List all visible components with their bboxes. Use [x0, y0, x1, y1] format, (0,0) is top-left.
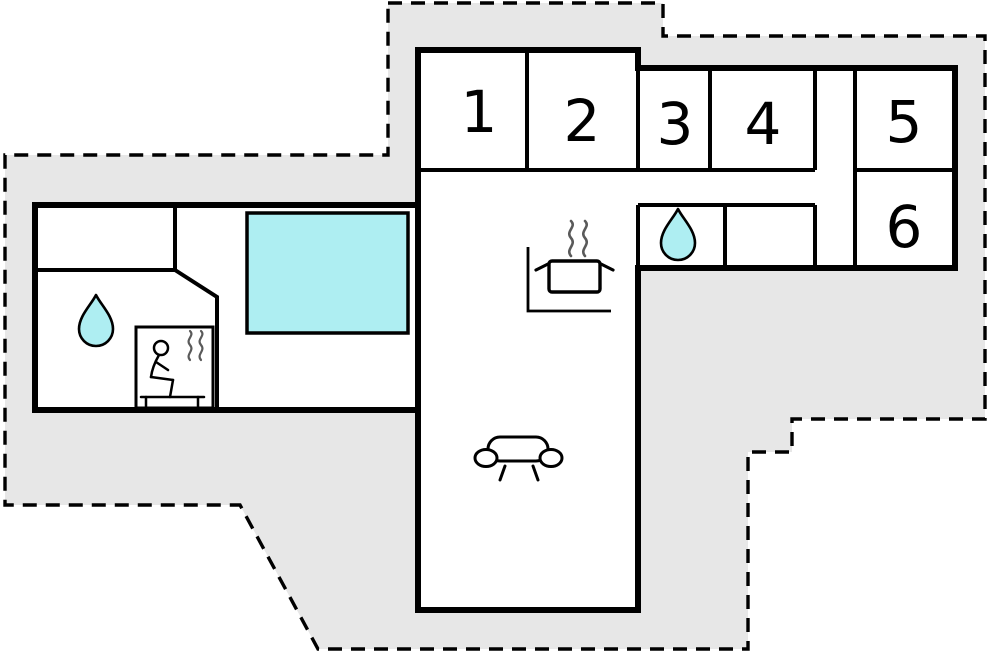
- sofa-icon: [473, 435, 564, 482]
- room-label-3: 3: [656, 90, 694, 158]
- sauna-heat-waves-icon: [187, 329, 204, 362]
- room-label-2: 2: [563, 87, 601, 155]
- room-label-4: 4: [744, 90, 782, 158]
- water-drop-icon: [77, 293, 115, 348]
- swimming-pool: [245, 211, 410, 335]
- interior-walls: [35, 50, 955, 410]
- room-label-1: 1: [460, 78, 498, 146]
- cooking-pot-icon: [534, 259, 615, 294]
- kitchen-counter: [526, 247, 611, 313]
- room-label-6: 6: [885, 193, 923, 261]
- steam-icon: [568, 219, 588, 258]
- sauna-person-icon: [139, 339, 206, 409]
- water-drop-icon: [659, 207, 697, 262]
- room-label-5: 5: [885, 88, 923, 156]
